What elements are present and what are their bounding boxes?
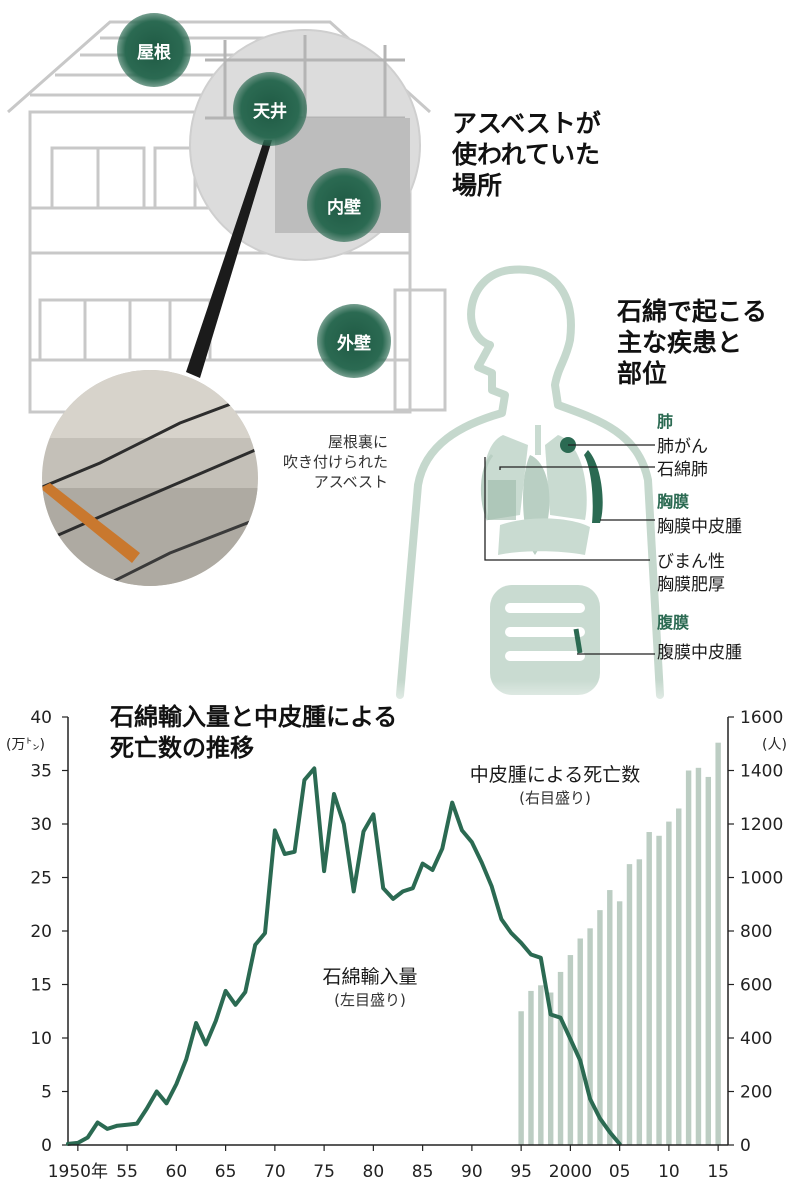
left-tick-label: 20 xyxy=(30,922,52,942)
death-bar xyxy=(685,770,692,1145)
asbestosis-label: 石綿肺 xyxy=(657,460,708,480)
x-tick-label: 60 xyxy=(166,1162,188,1182)
peritoneal-mesothelioma-label: 腹膜中皮腫 xyxy=(657,643,742,663)
left-tick-label: 40 xyxy=(30,708,52,728)
inner-wall-bubble: 内壁 xyxy=(307,168,381,242)
pleura-part-label: 胸膜 xyxy=(657,492,690,511)
x-tick-label: 10 xyxy=(658,1162,680,1182)
lung-cancer-label: 肺がん xyxy=(657,437,708,457)
death-bar xyxy=(607,890,613,1145)
right-tick-label: 1000 xyxy=(740,869,783,889)
death-bar xyxy=(616,901,623,1145)
left-axis-unit: (万㌧) xyxy=(6,737,45,753)
death-bar xyxy=(528,990,534,1145)
x-tick-label: 1950年 xyxy=(48,1162,108,1182)
peritoneum-part-label: 腹膜 xyxy=(657,613,690,632)
x-tick-label: 55 xyxy=(116,1162,138,1182)
death-bar xyxy=(676,808,682,1145)
x-tick-label: 05 xyxy=(609,1162,631,1182)
x-tick-label: 85 xyxy=(412,1162,434,1182)
x-tick-label: 65 xyxy=(215,1162,237,1182)
locations-title: アスベストが 使われていた 場所 xyxy=(452,109,601,200)
disease-connectors xyxy=(484,444,655,655)
pleural-thickening-label: 胸膜肥厚 xyxy=(657,575,725,595)
asbestos-photo xyxy=(42,370,258,586)
chart-title: 石綿輸入量と中皮腫による 死亡数の推移 xyxy=(110,703,398,762)
right-tick-label: 600 xyxy=(740,976,772,996)
death-bar xyxy=(557,971,564,1145)
x-tick-label: 70 xyxy=(264,1162,286,1182)
death-bar xyxy=(518,1011,524,1145)
outer-wall-bubble: 外壁 xyxy=(317,304,391,378)
lung-part-label: 肺 xyxy=(657,412,674,431)
body-illustration xyxy=(396,265,664,699)
photo-caption: 屋根裏に 吹き付けられた アスベスト xyxy=(282,433,388,491)
x-tick-label: 80 xyxy=(363,1162,385,1182)
death-bar xyxy=(705,776,712,1145)
right-axis-unit: (人) xyxy=(762,737,787,753)
death-bar xyxy=(597,910,603,1145)
right-tick-label: 200 xyxy=(740,1083,772,1103)
ceiling-bubble: 天井 xyxy=(233,72,307,146)
right-tick-label: 1600 xyxy=(740,708,783,728)
death-bar xyxy=(538,985,544,1145)
diseases-title: 石綿で起こる 主な疾患と 部位 xyxy=(617,297,768,388)
death-bar xyxy=(715,742,721,1145)
death-bar xyxy=(666,821,672,1145)
x-tick-label: 2000 xyxy=(549,1162,592,1182)
diffuse-label: びまん性 xyxy=(657,552,725,572)
left-tick-label: 15 xyxy=(30,976,52,996)
death-bar xyxy=(636,859,643,1145)
left-tick-label: 35 xyxy=(30,762,52,782)
right-tick-label: 1200 xyxy=(740,815,783,835)
left-tick-label: 0 xyxy=(41,1136,52,1156)
x-tick-label: 15 xyxy=(707,1162,729,1182)
left-tick-label: 25 xyxy=(30,869,52,889)
death-bar xyxy=(695,767,702,1145)
x-tick-label: 95 xyxy=(510,1162,532,1182)
right-tick-label: 1400 xyxy=(740,762,783,782)
body-fade xyxy=(380,680,710,720)
imports-series-label: 石綿輸入量 (左目盛り) xyxy=(322,966,418,1009)
x-tick-label: 90 xyxy=(461,1162,483,1182)
x-tick-label: 75 xyxy=(313,1162,335,1182)
right-tick-label: 400 xyxy=(740,1029,772,1049)
death-bar xyxy=(626,864,633,1145)
roof-bubble: 屋根 xyxy=(117,13,191,87)
death-bar xyxy=(587,928,593,1145)
right-tick-label: 0 xyxy=(740,1136,751,1156)
death-bar xyxy=(577,938,583,1145)
pleural-mesothelioma-label: 胸膜中皮腫 xyxy=(657,517,742,537)
right-tick-label: 800 xyxy=(740,922,772,942)
import-line xyxy=(66,766,622,1146)
death-bar xyxy=(646,832,652,1145)
death-bar xyxy=(656,835,662,1145)
left-tick-label: 5 xyxy=(41,1083,52,1103)
death-bar xyxy=(547,992,554,1145)
left-tick-label: 30 xyxy=(30,815,52,835)
death-bar xyxy=(567,955,574,1145)
deaths-series-label: 中皮腫による死亡数 (右目盛り) xyxy=(469,764,641,807)
left-tick-label: 10 xyxy=(30,1029,52,1049)
